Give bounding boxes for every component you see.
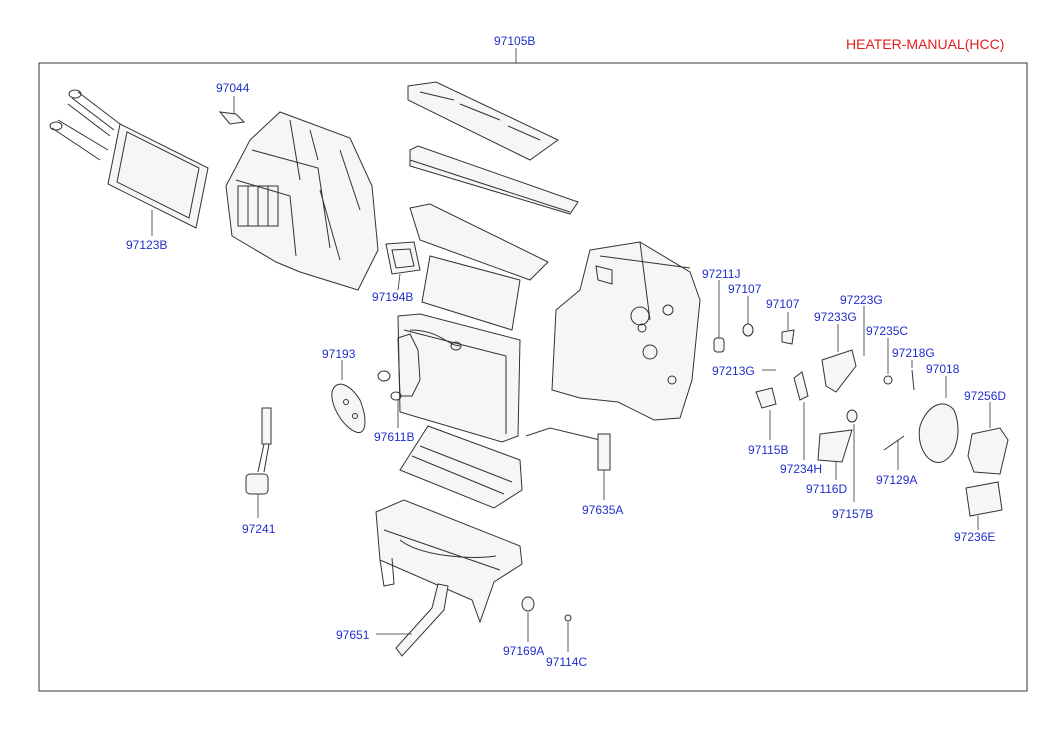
label-97211J: 97211J — [702, 267, 741, 281]
grommet-part — [521, 596, 535, 642]
label-97018: 97018 — [926, 362, 960, 376]
harness-part — [525, 427, 611, 500]
label-97193: 97193 — [322, 347, 356, 361]
sensor-part — [245, 407, 272, 518]
label-97123B: 97123B — [126, 238, 168, 252]
label-97107-b: 97107 — [766, 297, 800, 311]
diagram-title: HEATER-MANUAL(HCC) — [846, 36, 1005, 52]
duct-part — [376, 583, 449, 657]
label-97105B: 97105B — [494, 34, 536, 48]
label-97236E: 97236E — [954, 530, 996, 544]
label-97635A: 97635A — [582, 503, 624, 517]
actuator-parts — [713, 280, 1009, 530]
label-97213G: 97213G — [712, 364, 755, 378]
heater-case-left-part — [225, 111, 379, 291]
label-97234H: 97234H — [780, 462, 823, 476]
heater-core-part — [49, 89, 209, 236]
label-97241: 97241 — [242, 522, 276, 536]
seal-part — [385, 241, 421, 291]
label-97651: 97651 — [336, 628, 370, 642]
diagram-frame — [38, 62, 1028, 692]
gasket-part — [331, 360, 366, 434]
clip-part — [218, 96, 246, 125]
evaporator-part — [377, 313, 521, 443]
label-97044: 97044 — [216, 81, 250, 95]
heater-case-right-part — [551, 241, 701, 421]
label-97129A: 97129A — [876, 473, 918, 487]
door-set-part — [407, 81, 579, 331]
label-97116D: 97116D — [806, 482, 848, 496]
label-97611B: 97611B — [374, 430, 415, 444]
lower-case-part — [375, 425, 523, 624]
screw-part — [564, 614, 572, 652]
label-97157B: 97157B — [832, 507, 874, 521]
label-97256D: 97256D — [964, 389, 1007, 403]
label-97218G: 97218G — [892, 346, 935, 360]
label-97194B: 97194B — [372, 290, 414, 304]
label-97107-a: 97107 — [728, 282, 762, 296]
label-97114C: 97114C — [546, 655, 588, 669]
label-97235C: 97235C — [866, 324, 909, 338]
label-97169A: 97169A — [503, 644, 545, 658]
label-97233G: 97233G — [814, 310, 857, 324]
label-97115B: 97115B — [748, 443, 789, 457]
label-97223G: 97223G — [840, 293, 883, 307]
